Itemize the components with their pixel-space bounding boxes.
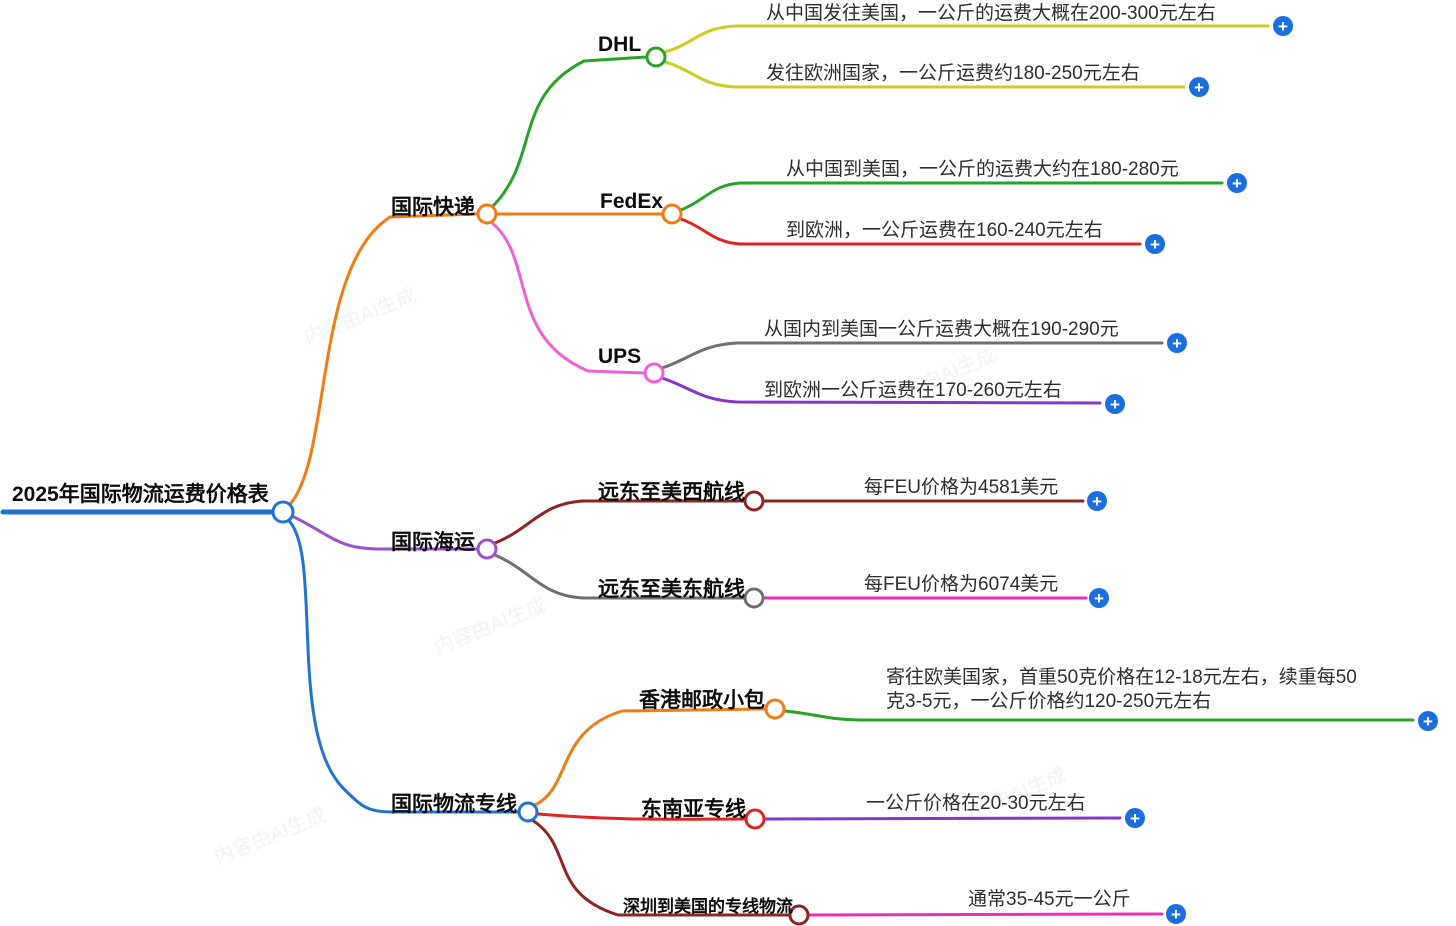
edge-dhl-leaf2 <box>663 60 1186 89</box>
node-fedex-label[interactable]: FedEx <box>600 190 664 213</box>
edge-dedicated-hk <box>533 707 767 807</box>
leaf-east-price-text[interactable]: 每FEU价格为6074美元 <box>864 574 1059 595</box>
plus-icon: + <box>1194 78 1204 97</box>
node-handle-sz[interactable] <box>788 904 810 926</box>
expand-button[interactable]: + <box>1125 808 1145 828</box>
node-handle-sea[interactable] <box>476 538 498 560</box>
expand-button[interactable]: + <box>1166 904 1186 924</box>
expand-button[interactable]: + <box>1145 234 1165 254</box>
leaf-sz-price-text[interactable]: 通常35-45元一公斤 <box>968 889 1131 910</box>
expand-button[interactable]: + <box>1418 711 1438 731</box>
node-handle-express[interactable] <box>476 203 498 225</box>
plus-icon: + <box>1423 712 1433 731</box>
edge-fedex-leaf1 <box>679 181 1224 212</box>
node-handle-east-route[interactable] <box>743 587 765 609</box>
edge-hk-leaf <box>783 709 1415 722</box>
plus-icon: + <box>1110 395 1120 414</box>
plus-icon: + <box>1130 809 1140 828</box>
branch-dedicated-label[interactable]: 国际物流专线 <box>391 793 517 816</box>
leaf-hk-price-line2: 克3-5元，一公斤价格约120-250元左右 <box>886 691 1212 712</box>
node-handle-ups[interactable] <box>643 362 665 384</box>
node-handle-root[interactable] <box>271 500 295 524</box>
leaf-fedex-us-text[interactable]: 从中国到美国，一公斤的运费大约在180-280元 <box>786 159 1179 180</box>
plus-icon: + <box>1278 17 1288 36</box>
edge-se-leaf <box>763 816 1122 821</box>
leaf-dhl-us-text[interactable]: 从中国发往美国，一公斤的运费大概在200-300元左右 <box>766 3 1216 24</box>
leaf-dhl-eu-text[interactable]: 发往欧洲国家，一公斤运费约180-250元左右 <box>766 63 1140 84</box>
branch-sea-label[interactable]: 国际海运 <box>391 531 475 554</box>
edge-ups-leaf2 <box>660 376 1102 405</box>
plus-icon: + <box>1232 174 1242 193</box>
node-ups-label[interactable]: UPS <box>598 345 642 368</box>
expand-button[interactable]: + <box>1273 16 1293 36</box>
leaf-fedex-eu-text[interactable]: 到欧洲，一公斤运费在160-240元左右 <box>786 220 1103 241</box>
edge-express-ups <box>489 220 646 375</box>
expand-button[interactable]: + <box>1105 394 1125 414</box>
edge-dedicated-sz <box>530 818 791 917</box>
expand-button[interactable]: + <box>1189 77 1209 97</box>
plus-icon: + <box>1150 235 1160 254</box>
node-se-label[interactable]: 东南亚专线 <box>641 798 746 821</box>
edge-ups-leaf1 <box>660 341 1164 370</box>
leaf-hk-price-line1: 寄往欧美国家，首重50克价格在12-18元左右，续重每50 <box>886 667 1357 688</box>
node-handle-west-route[interactable] <box>743 490 765 512</box>
branch-express-label[interactable]: 国际快递 <box>391 196 475 219</box>
node-dhl-label[interactable]: DHL <box>598 33 642 56</box>
edge-dedicated-se <box>536 812 747 821</box>
expand-button[interactable]: + <box>1087 491 1107 511</box>
edge-root-sea <box>292 515 479 551</box>
node-sz-label[interactable]: 深圳到美国的专线物流 <box>623 897 793 916</box>
node-handle-dhl[interactable] <box>645 46 667 68</box>
node-handle-hk[interactable] <box>764 698 786 720</box>
plus-icon: + <box>1092 492 1102 511</box>
root-topic-label[interactable]: 2025年国际物流运费价格表 <box>12 483 269 506</box>
edge-sz-leaf <box>806 912 1164 917</box>
edge-sea-east <box>493 553 746 600</box>
node-handle-se[interactable] <box>744 808 766 830</box>
plus-icon: + <box>1171 905 1181 924</box>
plus-icon: + <box>1172 334 1182 353</box>
edge-root-express <box>289 212 479 505</box>
node-west-route-label[interactable]: 远东至美西航线 <box>598 481 745 504</box>
expand-button[interactable]: + <box>1227 173 1247 193</box>
node-handle-fedex[interactable] <box>661 203 683 225</box>
leaf-ups-us-text[interactable]: 从国内到美国一公斤运费大概在190-290元 <box>764 319 1119 340</box>
edge-fedex-leaf2 <box>679 217 1142 246</box>
expand-button[interactable]: + <box>1089 588 1109 608</box>
leaf-hk-price-text[interactable]: 寄往欧美国家，首重50克价格在12-18元左右，续重每50 克3-5元，一公斤价… <box>886 666 1357 714</box>
leaf-se-price-text[interactable]: 一公斤价格在20-30元左右 <box>866 793 1086 814</box>
edge-dhl-leaf1 <box>663 24 1270 54</box>
node-east-route-label[interactable]: 远东至美东航线 <box>598 578 745 601</box>
leaf-west-price-text[interactable]: 每FEU价格为4581美元 <box>864 477 1059 498</box>
edge-sea-west <box>493 499 746 545</box>
leaf-ups-eu-text[interactable]: 到欧洲一公斤运费在170-260元左右 <box>764 380 1062 401</box>
node-handle-dedicated[interactable] <box>517 801 539 823</box>
plus-icon: + <box>1094 589 1104 608</box>
expand-button[interactable]: + <box>1167 333 1187 353</box>
node-hk-label[interactable]: 香港邮政小包 <box>639 689 765 712</box>
edge-root-dedicated <box>288 520 520 814</box>
edge-express-dhl <box>491 55 648 208</box>
